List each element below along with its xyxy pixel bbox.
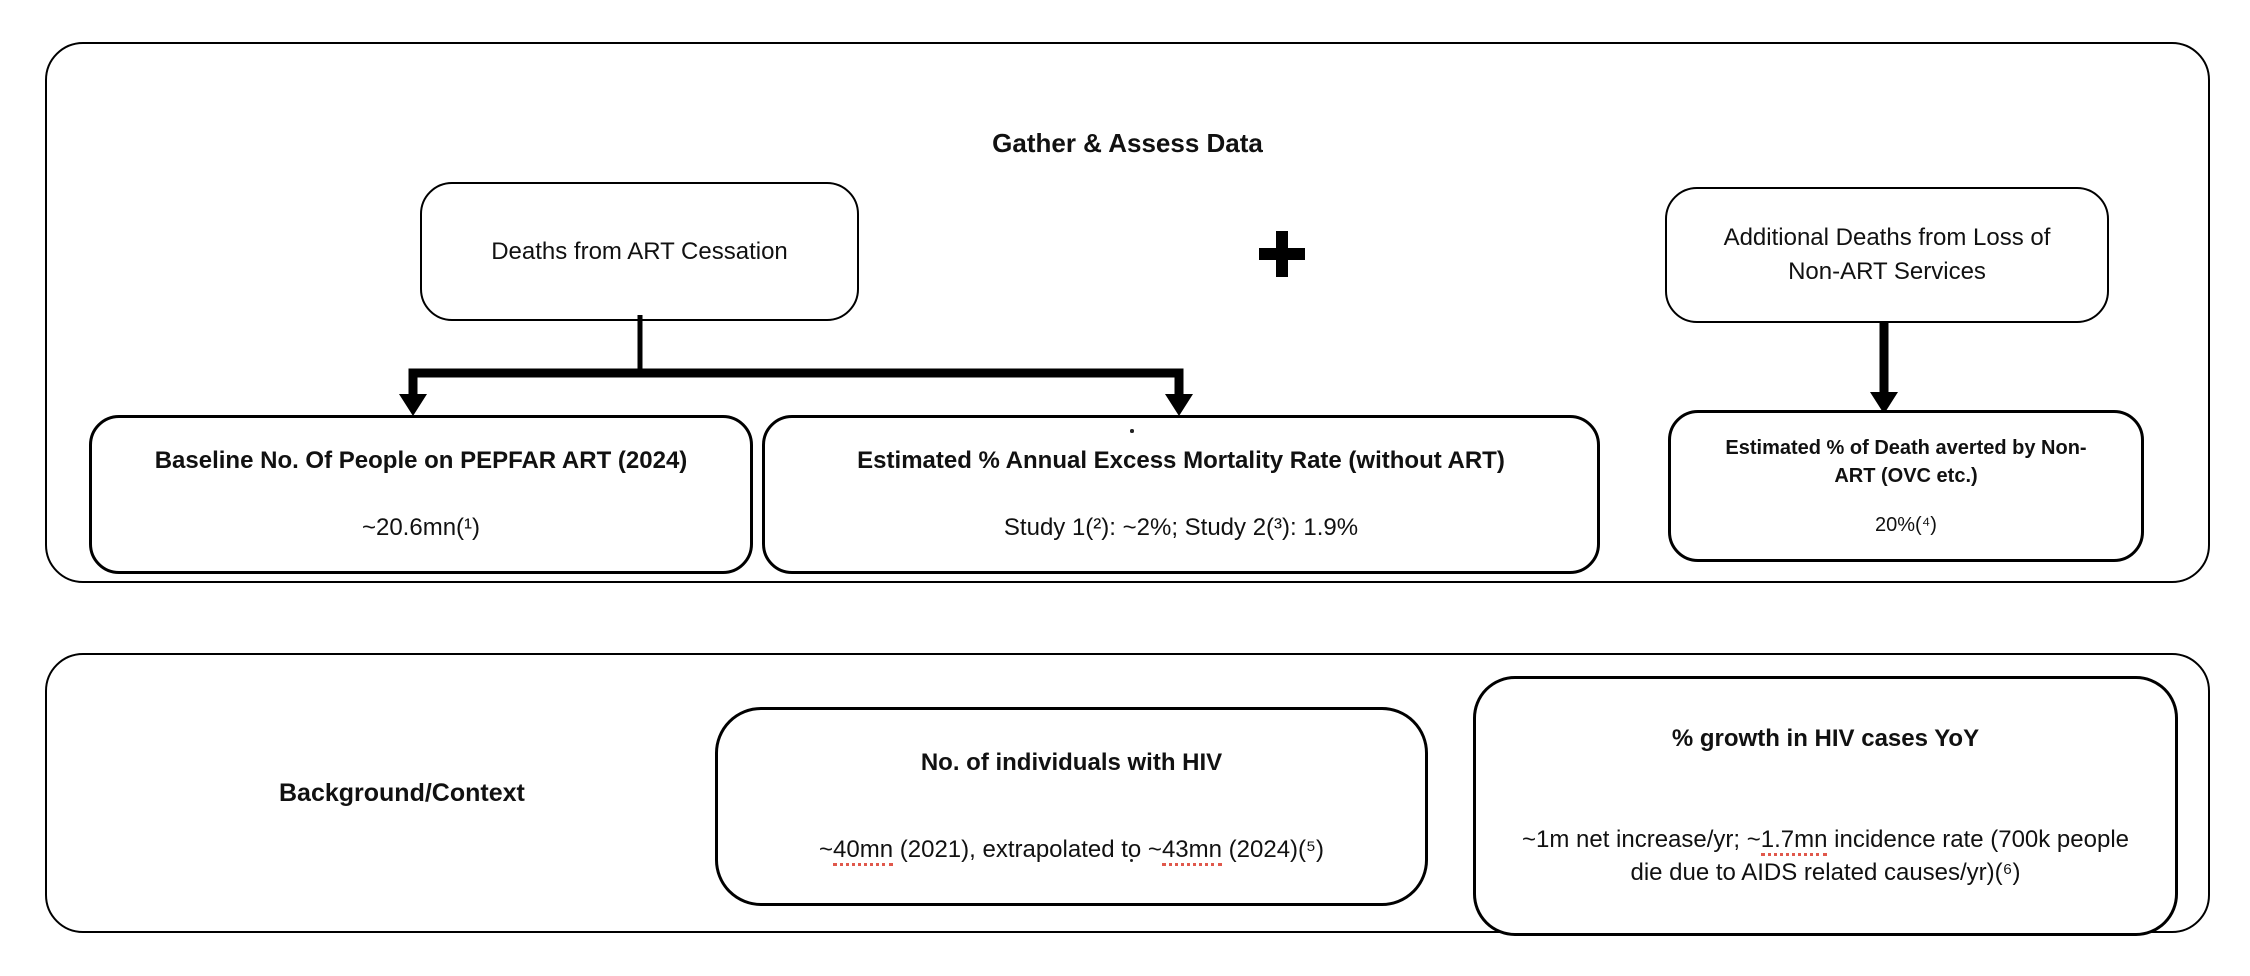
background-context-section: Background/Context No. of individuals wi…: [45, 653, 2210, 936]
hiv-individuals-value-underlined-2: 43mn: [1161, 835, 1222, 866]
hiv-growth-box: % growth in HIV cases YoY ~1m net increa…: [1473, 676, 2178, 936]
hiv-growth-value-pre: ~1m net increase/yr; ~: [1521, 825, 1761, 853]
excess-mortality-rate-box: Estimated % Annual Excess Mortality Rate…: [762, 415, 1600, 574]
gather-assess-data-section: Gather & Assess Data Deaths from ART Ces…: [45, 42, 2210, 583]
excess-mortality-rate-title: Estimated % Annual Excess Mortality Rate…: [857, 447, 1505, 475]
plus-icon: [1259, 231, 1305, 277]
hiv-individuals-box: No. of individuals with HIV ~40mn (2021)…: [715, 707, 1428, 906]
hiv-individuals-value-underlined-1: 40mn: [833, 835, 894, 866]
hiv-individuals-title: No. of individuals with HIV: [920, 749, 1223, 777]
death-averted-non-art-box: Estimated % of Death averted by Non-ART …: [1668, 410, 2144, 562]
arrowhead-left-icon: [399, 394, 427, 416]
additional-deaths-label: Additional Deaths from Loss of Non-ART S…: [1723, 224, 2051, 285]
baseline-pepfar-art-value: ~20.6mn(¹): [361, 513, 481, 541]
deaths-from-art-cessation-label: Deaths from ART Cessation: [491, 237, 788, 265]
section-title: Gather & Assess Data: [992, 128, 1263, 158]
hiv-growth-value-post: incidence rate (700k people die due to A…: [1630, 825, 2130, 887]
hiv-individuals-value-post: (2024)(⁵): [1221, 835, 1324, 863]
arrowhead-right-icon: [1165, 394, 1193, 416]
excess-mortality-rate-value: Study 1(²): ~2%; Study 2(³): 1.9%: [1003, 513, 1359, 541]
death-averted-non-art-title: Estimated % of Death averted by Non-ART …: [1725, 436, 2087, 487]
hiv-growth-title: % growth in HIV cases YoY: [1671, 725, 1980, 753]
baseline-pepfar-art-title: Baseline No. Of People on PEPFAR ART (20…: [154, 447, 688, 475]
tree-connector: [399, 315, 1898, 416]
hiv-growth-value: ~1m net increase/yr; ~1.7mn incidence ra…: [1521, 823, 2131, 890]
death-averted-non-art-value: 20%(⁴): [1875, 513, 1937, 536]
hiv-individuals-value-mid: (2021), extrapolated to ~: [893, 835, 1162, 863]
plus-icon-vertical-bar: [1276, 231, 1288, 277]
stray-dot: [1130, 859, 1133, 862]
hiv-individuals-value-pre: ~: [819, 835, 834, 863]
arrowhead-down-icon: [1870, 392, 1898, 414]
stray-dot: [1130, 429, 1134, 433]
hiv-individuals-value: ~40mn (2021), extrapolated to ~43mn (202…: [819, 833, 1324, 867]
hiv-growth-value-underlined-1: 1.7mn: [1760, 825, 1828, 856]
deaths-from-art-cessation-box: Deaths from ART Cessation: [420, 182, 859, 321]
baseline-pepfar-art-box: Baseline No. Of People on PEPFAR ART (20…: [89, 415, 753, 574]
background-context-label: Background/Context: [279, 778, 525, 807]
